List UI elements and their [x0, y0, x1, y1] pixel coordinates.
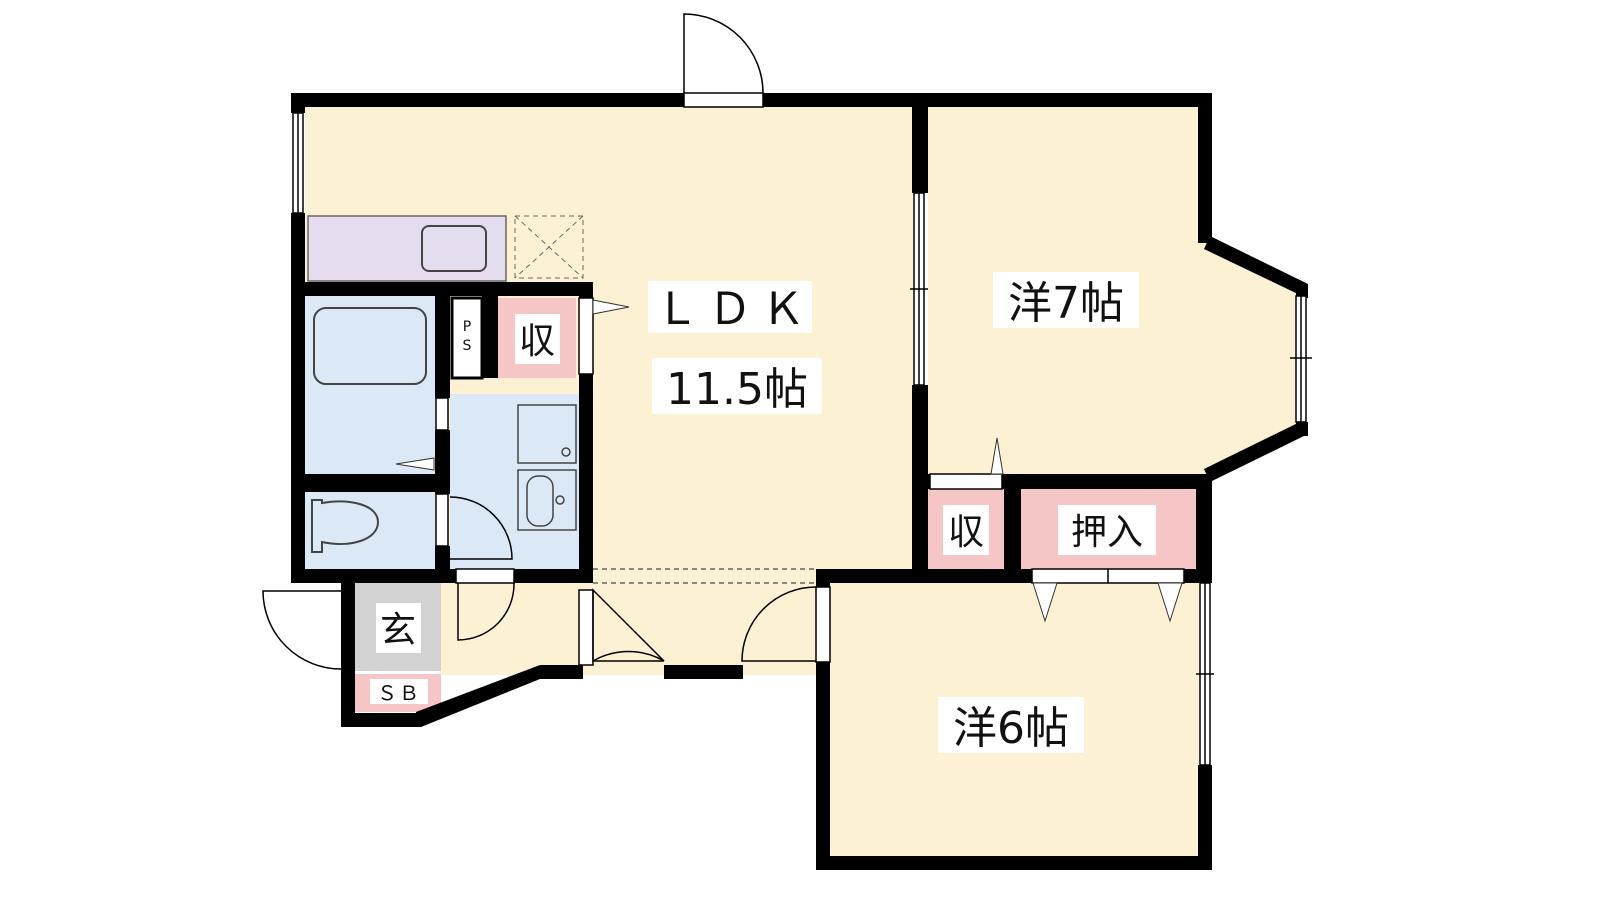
entrance-label: 玄 [380, 610, 416, 651]
floors [305, 107, 1304, 857]
door-western-6 [815, 586, 831, 663]
bay-window-floor [1204, 243, 1304, 475]
door-arrow-icon [1032, 582, 1058, 623]
labels: ＬＤＫ 11.5帖 洋7帖 洋6帖 収 収 押入 玄 ＳＢ P S [370, 272, 1156, 754]
door-entrance [262, 590, 342, 670]
ldk-name-label: ＬＤＫ [655, 284, 805, 335]
sink-icon [421, 225, 487, 272]
western-7-label: 洋7帖 [1008, 278, 1124, 329]
door-arrow-icon [592, 299, 630, 315]
doors [262, 13, 1185, 670]
toilet-icon [311, 499, 380, 553]
pipe-space-label-p: P [463, 319, 471, 335]
door-arrow-icon [990, 437, 1004, 475]
hall-floor [440, 583, 840, 675]
washing-machine-icon [517, 404, 577, 464]
door-ldk [578, 589, 594, 666]
shoe-box-label: ＳＢ [377, 681, 421, 705]
kitchen-counter [307, 215, 584, 282]
western-6-label: 洋6帖 [953, 703, 1069, 754]
closet-label: 押入 [1071, 512, 1143, 553]
door-washroom [449, 496, 513, 560]
vanity-icon [517, 469, 577, 531]
door-storage-ldk [578, 297, 594, 375]
window-bathroom [435, 397, 449, 431]
windows [292, 112, 1312, 766]
door-hall [455, 568, 515, 584]
door-arrow-icon [395, 457, 435, 471]
storage-7-label: 収 [948, 512, 984, 553]
window-toilet [435, 493, 449, 547]
storage-ldk-label: 収 [519, 321, 555, 362]
wet-areas [305, 296, 580, 569]
washroom [450, 394, 580, 569]
toilet-room [305, 492, 435, 569]
door-arrow-icon [1157, 582, 1183, 623]
fridge-space-icon [514, 215, 584, 279]
door-balcony [683, 13, 764, 94]
pipe-space-label-s: S [463, 338, 472, 354]
door-storage-7 [929, 473, 1003, 490]
bathtub-icon [313, 307, 427, 385]
ldk-size-label: 11.5帖 [666, 364, 808, 415]
